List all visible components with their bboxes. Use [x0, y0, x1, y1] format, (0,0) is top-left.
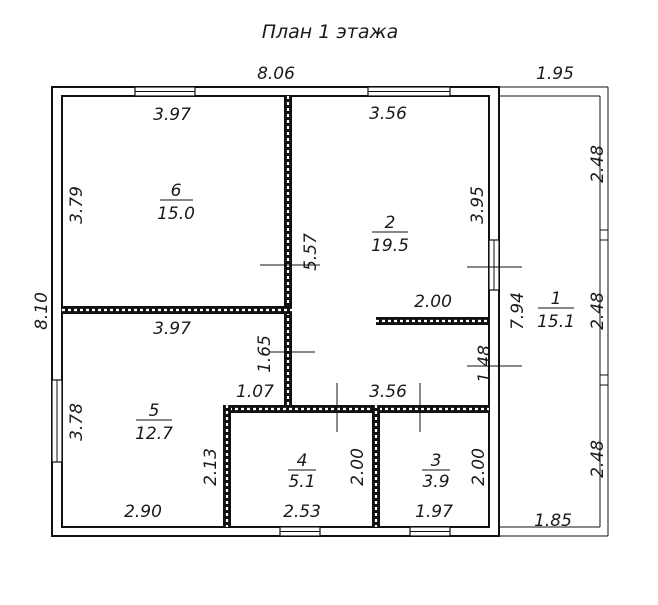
- dim-terrace-height: 7.94: [508, 292, 528, 330]
- room-area: 5.1: [288, 472, 315, 492]
- dim-room5-height: 3.78: [67, 403, 87, 441]
- internal-walls: [62, 96, 489, 527]
- dim-overall-height: 8.10: [32, 292, 52, 330]
- dim-room6-width: 3.97: [153, 105, 191, 125]
- dim-terrace-mid: 2.48: [588, 292, 608, 330]
- room-area: 15.0: [157, 204, 195, 224]
- dim-corridor-1: 1.65: [255, 335, 275, 373]
- room-number: 2: [385, 213, 396, 233]
- room-1-label: 1 15.1: [537, 289, 575, 332]
- room-6-label: 6 15.0: [157, 181, 195, 224]
- room-4-label: 4 5.1: [288, 451, 316, 492]
- room-number: 3: [431, 451, 442, 471]
- room-number: 4: [297, 451, 308, 471]
- room-3-label: 3 3.9: [422, 451, 450, 492]
- dim-terrace-width: 1.95: [536, 64, 574, 84]
- dim-overall-width: 8.06: [257, 64, 295, 84]
- terrace-outline: [499, 86, 609, 537]
- dim-terrace-bottom-width: 1.85: [534, 511, 572, 531]
- dim-room5-bottom: 2.90: [124, 502, 162, 522]
- room-area: 12.7: [135, 424, 173, 444]
- room-area: 19.5: [371, 236, 409, 256]
- room-area: 15.1: [537, 312, 575, 332]
- room-2-label: 2 19.5: [371, 213, 409, 256]
- dim-partition-2: 2.00: [414, 292, 452, 312]
- outer-wall: [51, 86, 500, 537]
- room-5-label: 5 12.7: [135, 401, 173, 444]
- dim-room2-height: 3.95: [468, 186, 488, 224]
- dim-room3-top: 3.56: [369, 382, 407, 402]
- dim-corridor-2: 1.48: [475, 345, 495, 383]
- dim-terrace-bottom: 2.48: [588, 440, 608, 478]
- plan-title: План 1 этажа: [262, 21, 399, 43]
- dim-room3-width: 1.97: [415, 502, 453, 522]
- dim-room3-height: 2.00: [469, 448, 489, 486]
- dim-room6-bottom: 3.97: [153, 319, 191, 339]
- dim-wall-6-2: 5.57: [301, 233, 321, 271]
- dim-terrace-top: 2.48: [588, 145, 608, 183]
- windows: [51, 86, 500, 537]
- dim-room5-notch-height: 2.13: [201, 448, 221, 486]
- opening-markers: [260, 264, 522, 432]
- room-number: 6: [171, 181, 182, 201]
- dim-room6-height: 3.79: [67, 186, 87, 224]
- room-area: 3.9: [422, 472, 449, 492]
- dim-room4-height: 2.00: [348, 448, 368, 486]
- dim-room2-width: 3.56: [369, 104, 407, 124]
- dim-room4-width: 2.53: [283, 502, 321, 522]
- dim-room5-notch-width: 1.07: [236, 382, 274, 402]
- room-number: 1: [551, 289, 562, 309]
- room-number: 5: [149, 401, 160, 421]
